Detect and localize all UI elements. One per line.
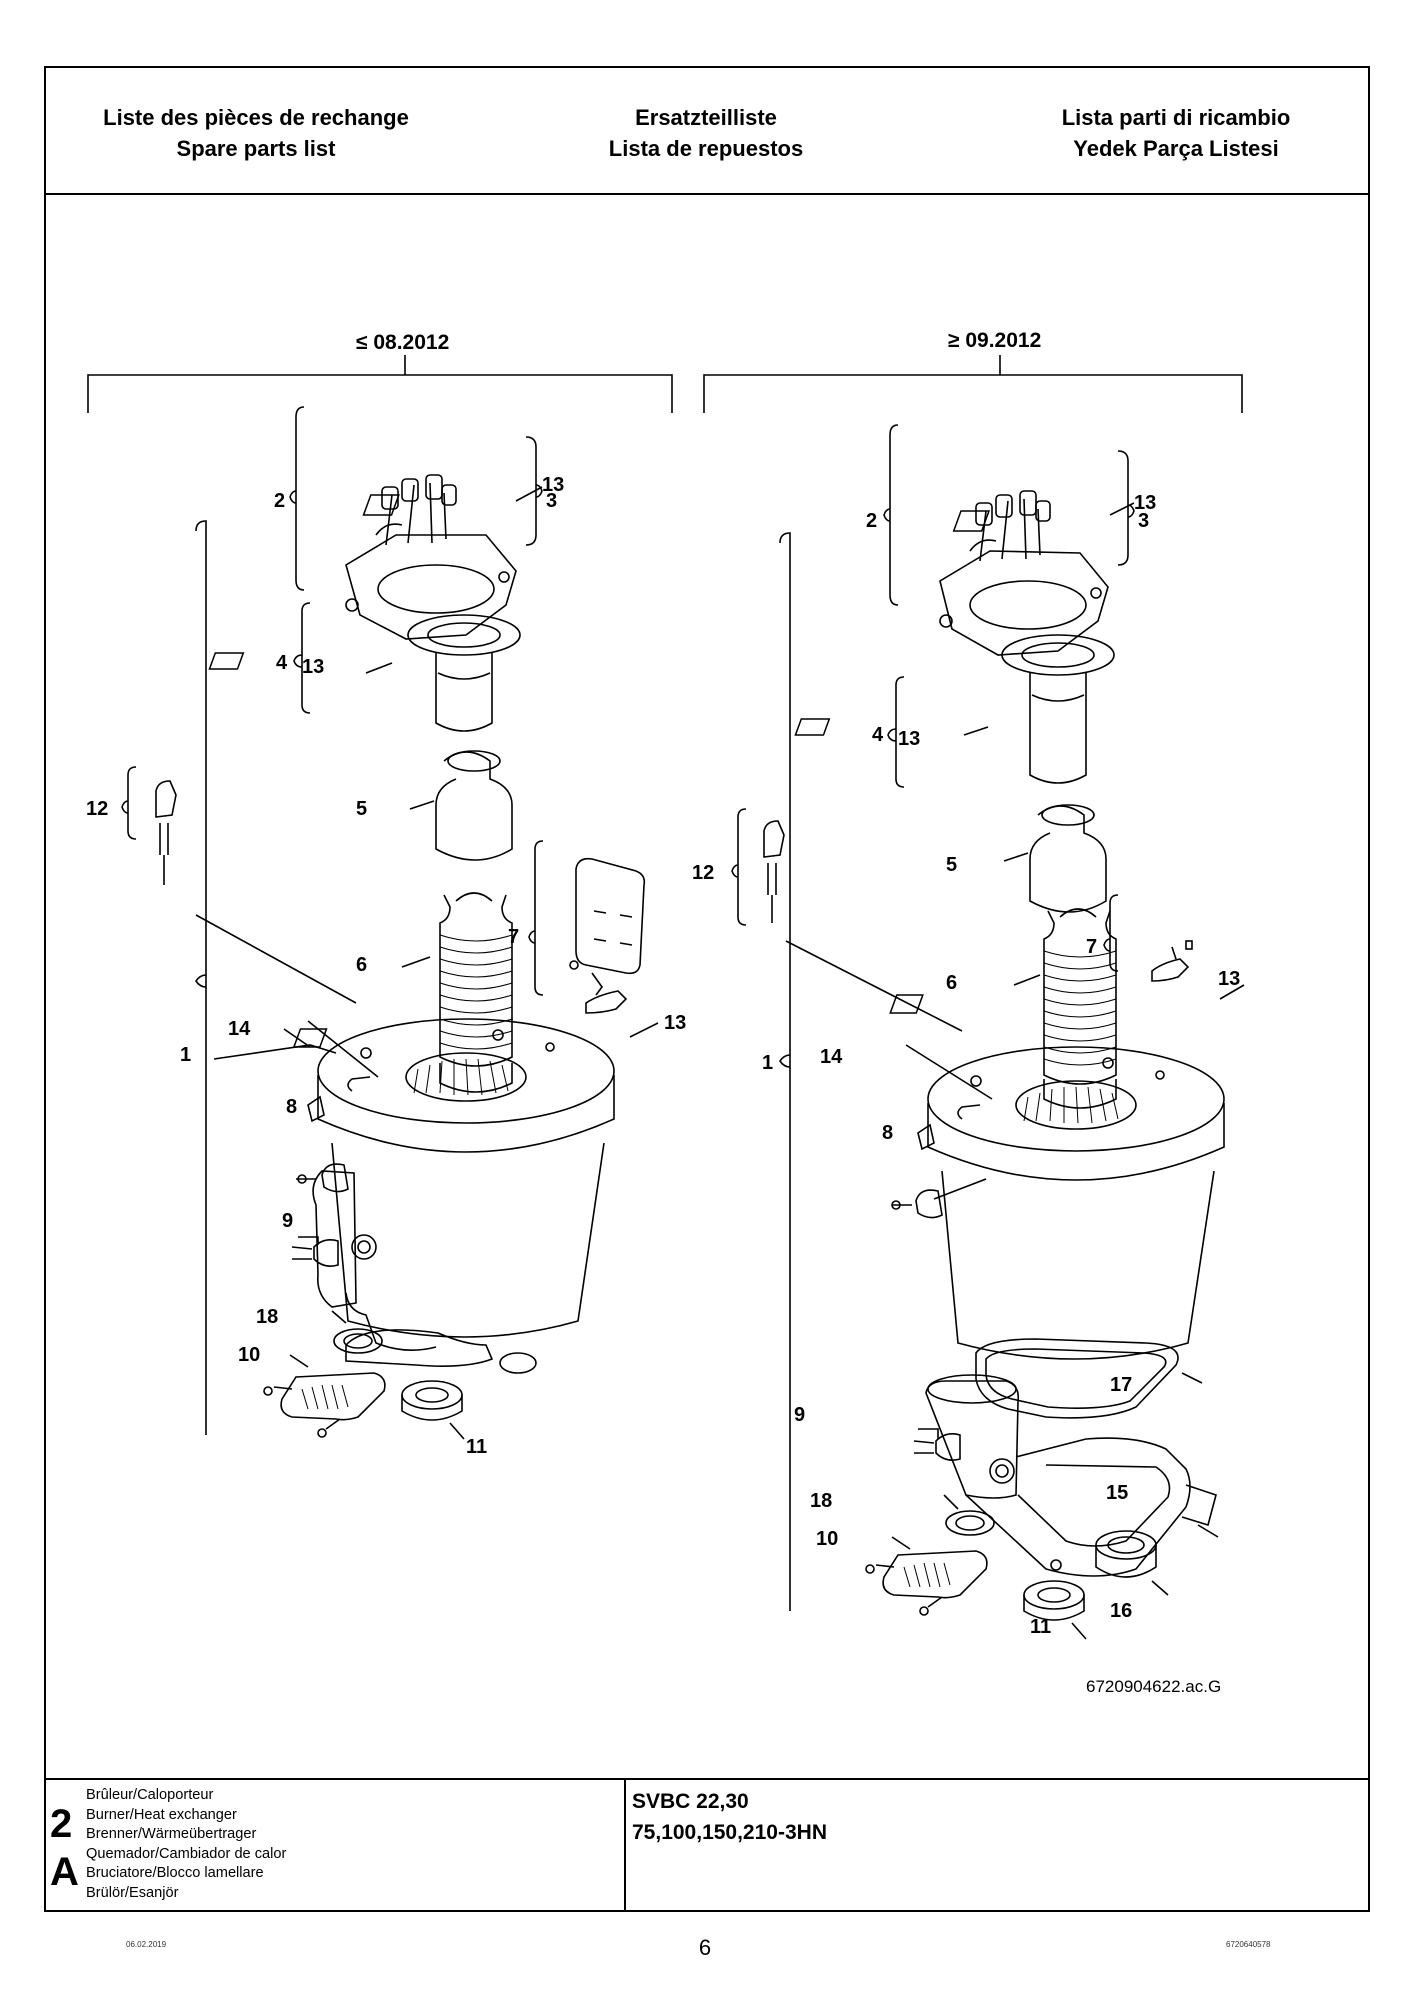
- left-label-4: 4: [276, 652, 288, 674]
- right-label-10: 10: [816, 1528, 838, 1550]
- footer-divider: [624, 1780, 626, 1910]
- section-descriptions: Brûleur/Caloporteur Burner/Heat exchange…: [86, 1786, 286, 1904]
- desc-it: Bruciatore/Blocco lamellare: [86, 1865, 264, 1882]
- desc-fr: Brûleur/Caloporteur: [86, 1787, 214, 1803]
- right-label-4: 4: [872, 724, 884, 746]
- right-label-15: 15: [1106, 1482, 1128, 1504]
- title-en: Spare parts list: [176, 136, 336, 161]
- desc-de: Brenner/Wärmeübertrager: [86, 1826, 257, 1843]
- left-label-11: 11: [466, 1436, 487, 1458]
- page-frame: Liste des pièces de rechange Spare parts…: [44, 66, 1370, 1912]
- header-german-spanish: Ersatzteilliste Lista de repuestos: [516, 102, 896, 164]
- right-label-17: 17: [1110, 1374, 1132, 1396]
- right-date-bracket: [703, 355, 1243, 413]
- right-date-label: ≥ 09.2012: [948, 329, 1041, 352]
- document-code: 6720640578: [1226, 1940, 1271, 1949]
- left-date-bracket: [87, 355, 673, 413]
- title-es: Lista de repuestos: [608, 136, 804, 161]
- header-italian-turkish: Lista parti di ricambio Yedek Parça List…: [996, 102, 1356, 164]
- right-label-14: 14: [820, 1046, 843, 1068]
- page-number: 6: [698, 1935, 712, 1960]
- left-date-label: ≤ 08.2012: [356, 331, 449, 354]
- right-label-1: 1: [762, 1052, 773, 1074]
- title-fr: Liste des pièces de rechange: [103, 105, 409, 130]
- left-label-13b: 13: [302, 656, 324, 678]
- right-label-8: 8: [882, 1122, 893, 1144]
- model-line-2: 75,100,150,210-3HN: [632, 1821, 827, 1844]
- right-label-9: 9: [794, 1404, 805, 1426]
- right-label-11: 11: [1030, 1616, 1051, 1638]
- desc-es: Quemador/Cambiador de calor: [86, 1845, 287, 1862]
- left-label-12: 12: [86, 798, 108, 820]
- right-label-13b: 13: [898, 728, 920, 750]
- right-label-12: 12: [692, 862, 714, 884]
- footer: 2 A Brûleur/Caloporteur Burner/Heat exch…: [46, 1778, 1368, 1910]
- left-label-10: 10: [238, 1344, 260, 1366]
- right-label-18: 18: [810, 1490, 832, 1512]
- desc-en: Burner/Heat exchanger: [86, 1806, 237, 1823]
- title-de: Ersatzteilliste: [635, 105, 777, 130]
- left-bracket-1: [195, 520, 207, 1435]
- exploded-view-svg: ≤ 08.2012: [86, 329, 1245, 1696]
- model-line-1: SVBC 22,30: [632, 1790, 749, 1813]
- right-label-2: 2: [866, 510, 877, 532]
- left-label-5: 5: [356, 798, 367, 820]
- left-label-9: 9: [282, 1210, 293, 1232]
- right-label-5: 5: [946, 854, 957, 876]
- title-tr: Yedek Parça Listesi: [1073, 136, 1279, 161]
- left-label-8: 8: [286, 1096, 297, 1118]
- header-french-english: Liste des pièces de rechange Spare parts…: [66, 102, 446, 164]
- left-label-13c: 13: [664, 1012, 686, 1034]
- left-label-3: 3: [546, 490, 557, 512]
- left-label-13a: 13: [542, 474, 564, 496]
- left-label-18: 18: [256, 1306, 278, 1328]
- right-label-3: 3: [1138, 510, 1149, 532]
- right-label-13c: 13: [1218, 968, 1240, 990]
- print-date: 06.02.2019: [126, 1940, 167, 1949]
- model-designation: SVBC 22,30 75,100,150,210-3HN: [632, 1786, 827, 1848]
- left-label-1: 1: [180, 1044, 191, 1066]
- left-label-14: 14: [228, 1018, 251, 1040]
- right-label-16: 16: [1110, 1600, 1132, 1622]
- section-letter: A: [50, 1850, 79, 1894]
- right-label-7: 7: [1086, 936, 1097, 958]
- header: Liste des pièces de rechange Spare parts…: [46, 68, 1368, 195]
- right-label-6: 6: [946, 972, 957, 994]
- right-label-13a: 13: [1134, 492, 1156, 514]
- left-label-2: 2: [274, 490, 285, 512]
- exploded-view-drawing: ≤ 08.2012: [46, 195, 1368, 1778]
- left-label-6: 6: [356, 954, 367, 976]
- title-it: Lista parti di ricambio: [1061, 105, 1291, 130]
- drawing-reference: 6720904622.ac.G: [1086, 1677, 1221, 1696]
- desc-tr: Brülör/Esanjör: [86, 1884, 179, 1901]
- section-number: 2: [50, 1802, 73, 1846]
- left-label-7: 7: [508, 926, 519, 948]
- right-bracket-1: [779, 532, 791, 1611]
